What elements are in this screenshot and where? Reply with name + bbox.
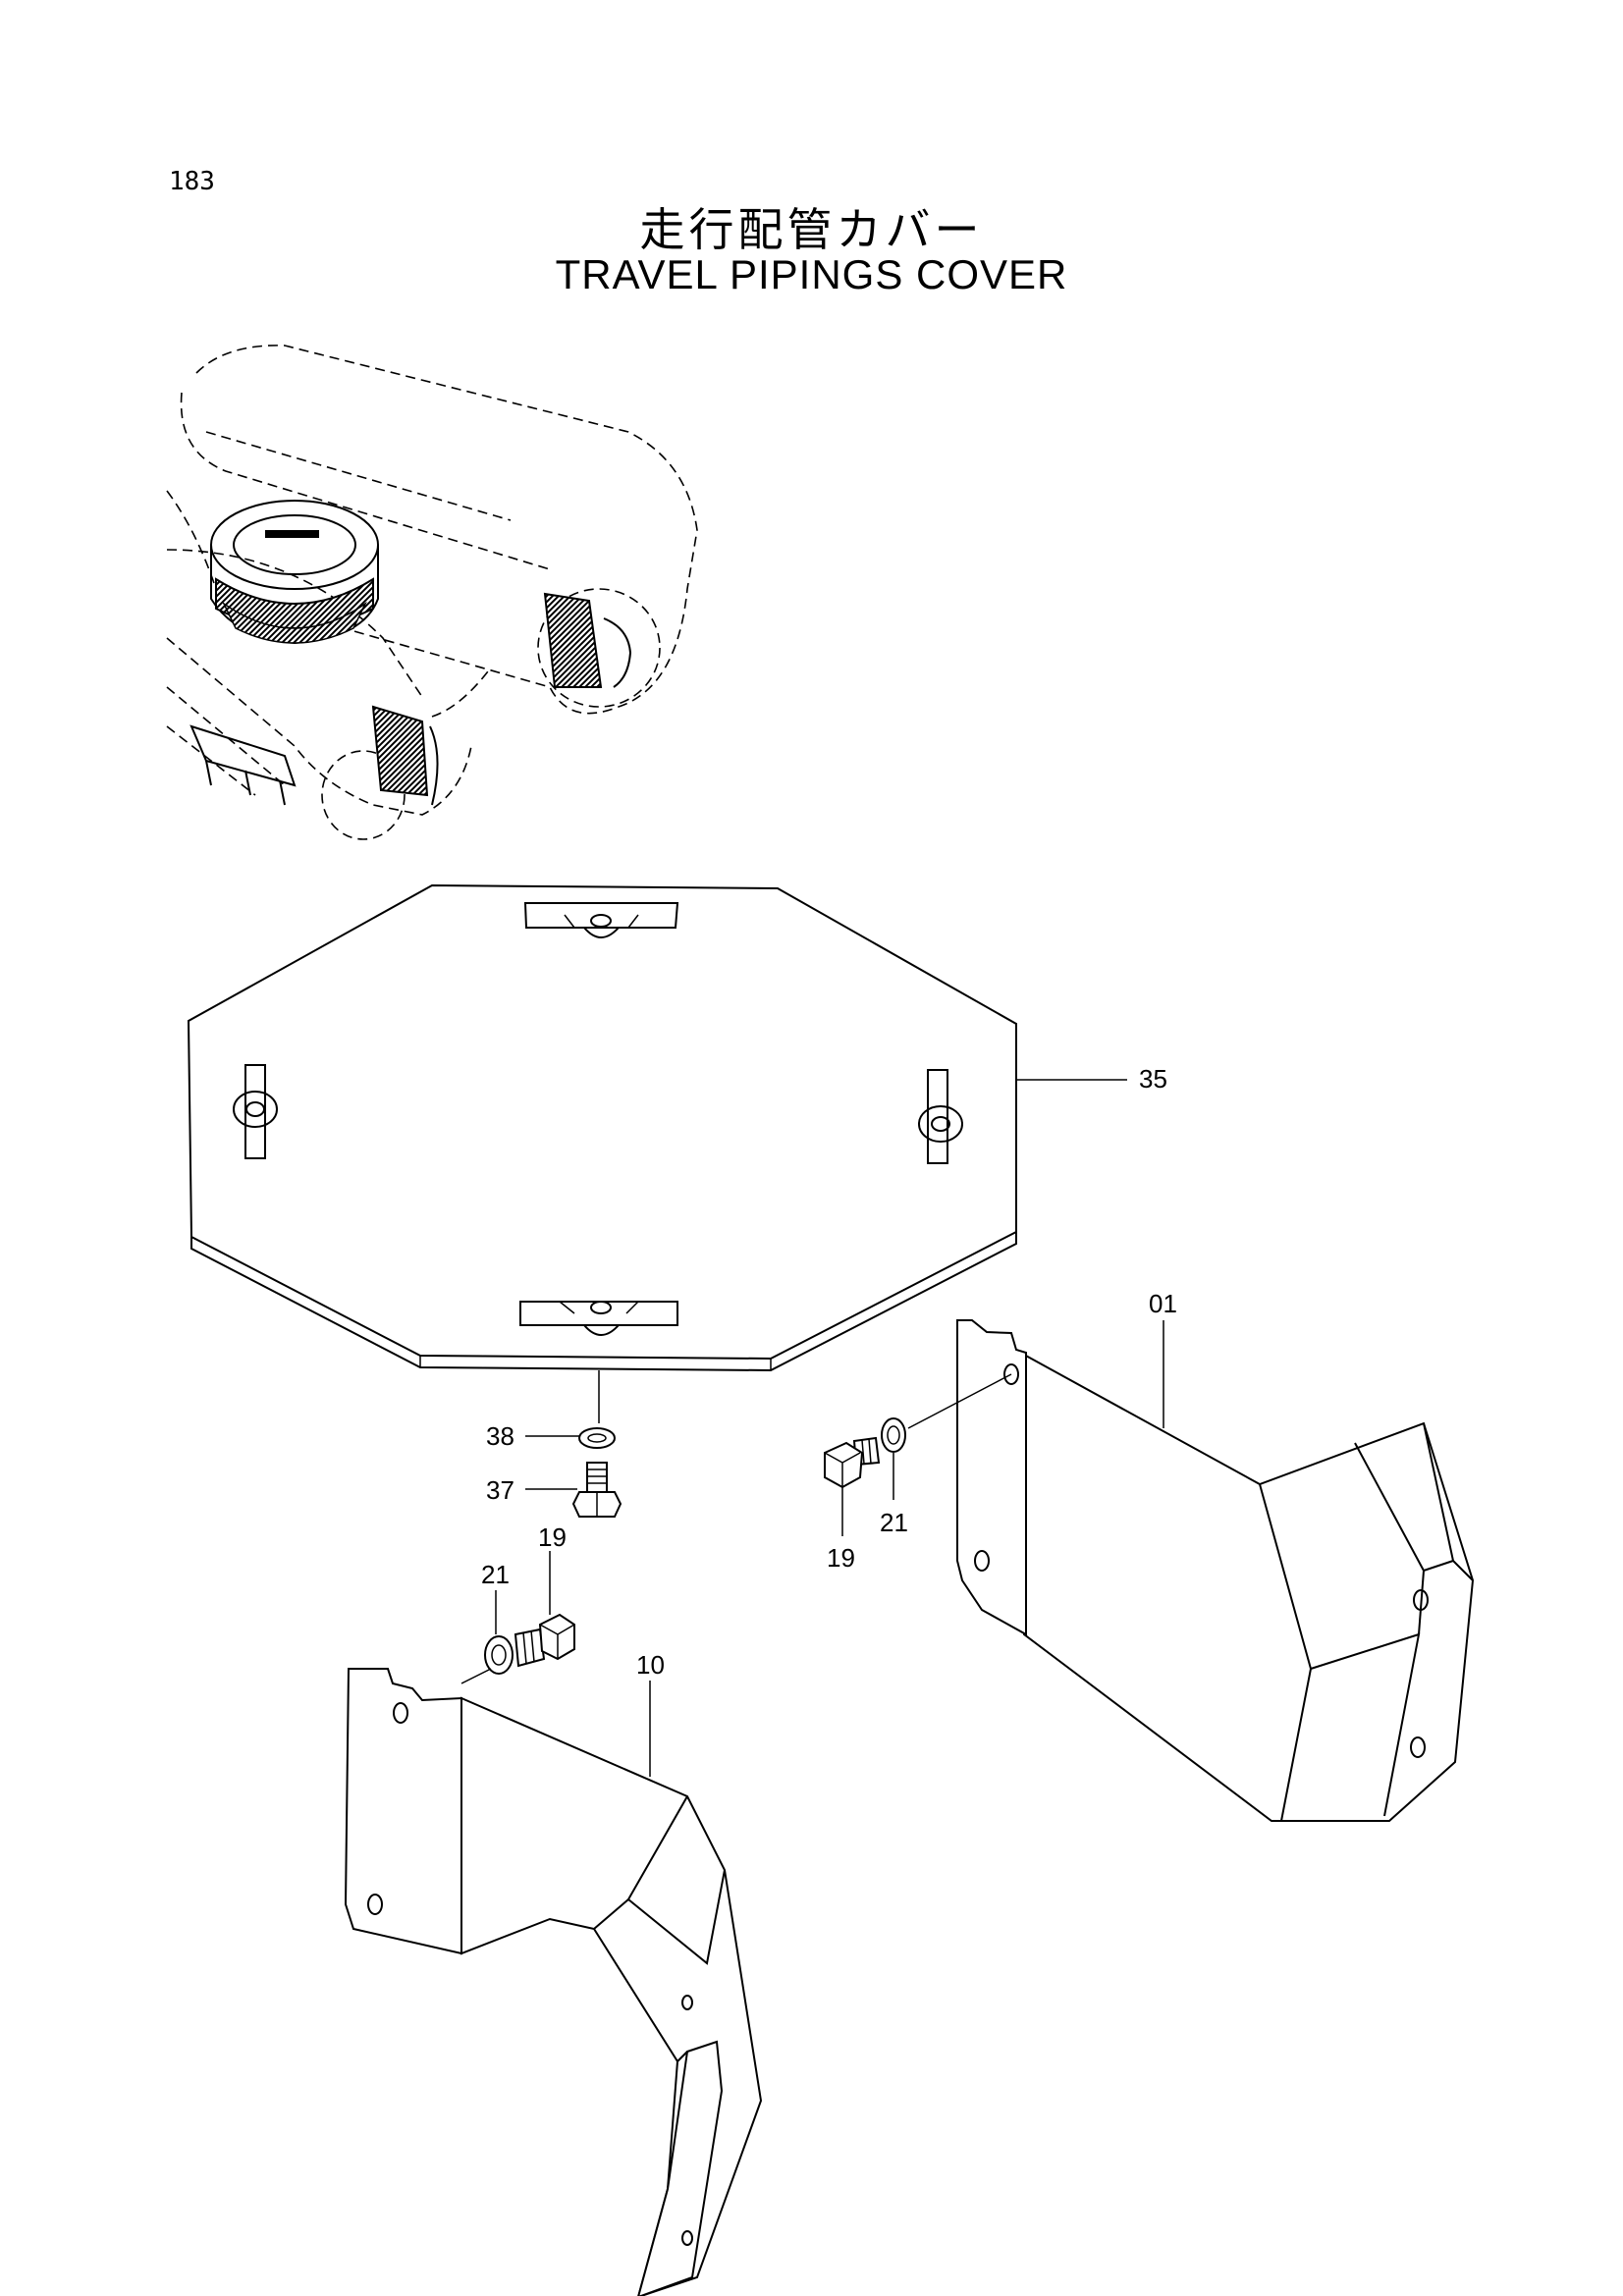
callout-01: 01 (1149, 1289, 1177, 1318)
callout-38: 38 (486, 1421, 514, 1451)
page-title-japanese: 走行配管カバー (639, 203, 984, 256)
left-side-cover-part (344, 1668, 763, 2296)
cover-bracket-top (523, 902, 679, 938)
octagonal-cover-part (187, 883, 1017, 1372)
callout-21-right: 21 (880, 1508, 908, 1537)
cover-bracket-left (233, 1064, 278, 1159)
right-washer-and-bolt (824, 1373, 1012, 1489)
callout-37: 37 (486, 1475, 514, 1505)
undercarriage-locator-illustration (166, 345, 698, 840)
callout-19-left: 19 (538, 1522, 567, 1552)
center-oring-and-bolt (571, 1370, 622, 1518)
cover-bracket-right (918, 1069, 963, 1164)
callout-35: 35 (1139, 1064, 1167, 1094)
callout-21-left: 21 (481, 1560, 510, 1589)
leader-lines (495, 1079, 1164, 1777)
left-washer-and-bolt (460, 1613, 575, 1684)
page-title-english: TRAVEL PIPINGS COVER (555, 251, 1068, 297)
callout-10: 10 (636, 1650, 665, 1680)
cover-bracket-bottom (519, 1301, 678, 1336)
right-side-cover-part (956, 1319, 1475, 1822)
page-number: 183 (169, 167, 215, 196)
callout-19-right: 19 (827, 1543, 855, 1573)
